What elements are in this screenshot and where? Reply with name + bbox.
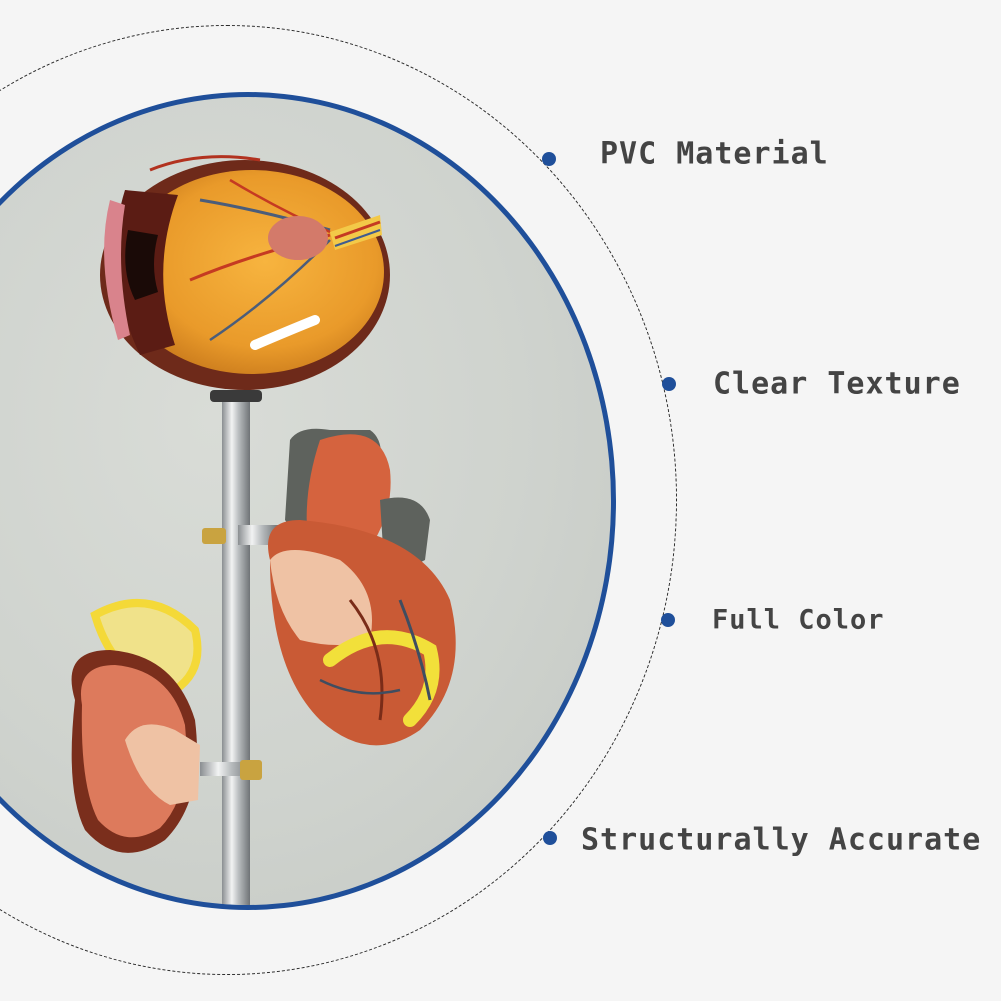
- feature-label-clear-texture: Clear Texture: [713, 366, 961, 402]
- feature-bullet-dot: [543, 831, 557, 845]
- feature-bullet-dot: [661, 613, 675, 627]
- feature-label-structurally-accurate: Structurally Accurate: [581, 822, 982, 858]
- feature-bullet-dot: [542, 152, 556, 166]
- feature-label-full-color: Full Color: [712, 604, 885, 636]
- feature-bullet-dot: [662, 377, 676, 391]
- feature-label-pvc-material: PVC Material: [600, 136, 829, 172]
